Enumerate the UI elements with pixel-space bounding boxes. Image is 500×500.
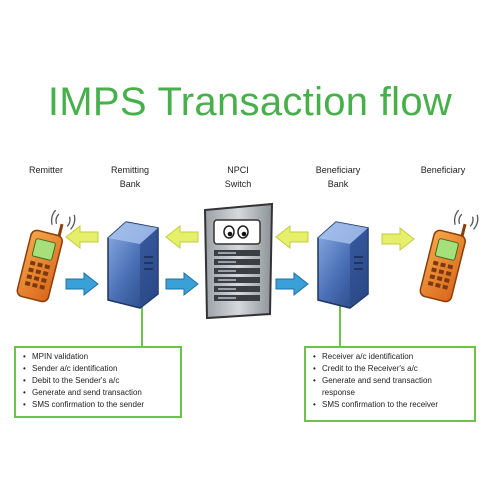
arrow-yellow-1: [65, 224, 99, 250]
arrow-yellow-4: [381, 226, 415, 252]
remitting-bank-steps-box: MPIN validation Sender a/c identificatio…: [14, 346, 182, 418]
arrow-blue-1: [65, 271, 99, 297]
beneficiary-bank-steps-box: Receiver a/c identification Credit to th…: [304, 346, 476, 422]
label-beneficiary: Beneficiary: [420, 165, 466, 175]
step-item: Debit to the Sender's a/c: [23, 375, 174, 387]
step-item: Credit to the Receiver's a/c: [313, 363, 468, 375]
npci-switch-server-icon: [203, 202, 274, 320]
remitting-bank-server-icon: [107, 221, 159, 309]
beneficiary-phone-icon: [419, 209, 479, 303]
step-item: Generate and send transaction: [313, 375, 468, 387]
step-item-continued: response: [322, 388, 355, 397]
step-item: SMS confirmation to the sender: [23, 399, 174, 411]
arrow-yellow-3: [275, 224, 309, 250]
step-item: Generate and send transaction: [23, 387, 174, 399]
arrow-blue-3: [275, 271, 309, 297]
step-item: SMS confirmation to the receiver: [313, 399, 468, 411]
step-item: Receiver a/c identification: [313, 351, 468, 363]
beneficiary-bank-server-icon: [317, 221, 369, 309]
remitter-phone-icon: [16, 209, 76, 303]
step-item: Sender a/c identification: [23, 363, 174, 375]
arrow-blue-2: [165, 271, 199, 297]
label-remitter: Remitter: [28, 165, 63, 175]
step-item: MPIN validation: [23, 351, 174, 363]
diagram-title: IMPS Transaction flow: [47, 80, 453, 124]
arrow-yellow-2: [165, 224, 199, 250]
